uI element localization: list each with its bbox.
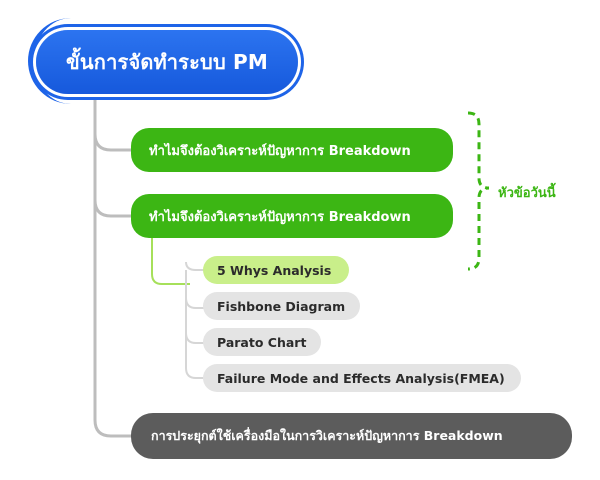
method-parato: Parato Chart <box>203 328 321 356</box>
trunk-connector <box>93 94 131 438</box>
method-2-connector <box>185 297 204 309</box>
method-fishbone: Fishbone Diagram <box>203 292 360 320</box>
method-1-connector <box>185 261 204 271</box>
methods-connector <box>185 270 204 379</box>
root-title: ขั้นการจัดทำระบบ PM <box>36 30 298 94</box>
branch-1-connector <box>93 133 131 152</box>
method-5-whys: 5 Whys Analysis <box>203 256 349 284</box>
method-fmea: Failure Mode and Effects Analysis(FMEA) <box>203 364 521 392</box>
today-topic-label: หัวข้อวันนี้ <box>498 186 556 201</box>
branch-2-connector <box>93 199 131 218</box>
root-outline <box>28 18 304 104</box>
branch-why-breakdown-1: ทำไมจึงต้องวิเคราะห์ปัญหาการ Breakdown <box>131 128 453 172</box>
branch-why-breakdown-2: ทำไมจึงต้องวิเคราะห์ปัญหาการ Breakdown <box>131 194 453 238</box>
method-3-connector <box>185 332 204 344</box>
today-bracket <box>467 111 490 271</box>
highlight-connector <box>151 238 190 285</box>
branch-application: การประยุกต์ใช้เครื่องมือในการวิเคราะห์ปั… <box>131 413 572 459</box>
